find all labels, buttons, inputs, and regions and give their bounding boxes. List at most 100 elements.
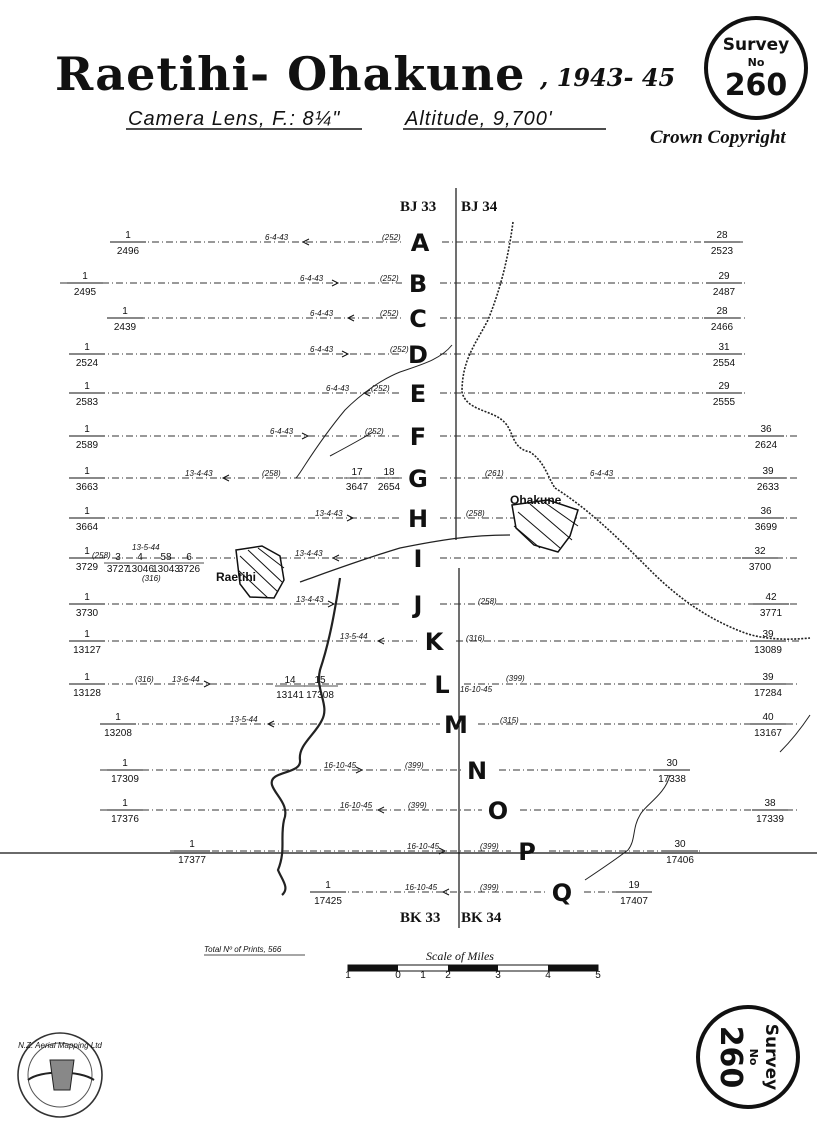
direction-arrow-icon bbox=[301, 432, 310, 440]
svg-text:6-4-43: 6-4-43 bbox=[590, 469, 614, 478]
run-end-print: 3771 bbox=[760, 608, 783, 619]
nz-aerial-mapping-logo: N.Z. Aerial Mapping Ltd bbox=[17, 1032, 103, 1118]
run-letter: K bbox=[425, 628, 445, 656]
run-l-extra-labels: 14 13141 15 17308 16-10-45 (399) bbox=[275, 674, 525, 701]
run-count: (258) bbox=[262, 469, 281, 478]
run-count: (316) bbox=[135, 675, 154, 684]
svg-text:3726: 3726 bbox=[178, 564, 201, 575]
scale-segment bbox=[448, 965, 498, 971]
run-letter: M bbox=[444, 711, 468, 739]
run-end-print: 17338 bbox=[658, 774, 686, 785]
run-letter: B bbox=[409, 270, 427, 298]
svg-text:2654: 2654 bbox=[378, 482, 401, 493]
run-letter: G bbox=[408, 465, 428, 493]
run-end-frame: 39 bbox=[762, 672, 774, 683]
svg-text:No: No bbox=[747, 1049, 760, 1066]
scale-tick-label: 1 bbox=[345, 970, 351, 981]
run-date: 6-4-43 bbox=[326, 384, 350, 393]
run-date: 13-4-43 bbox=[185, 469, 213, 478]
run-start-print: 2439 bbox=[114, 322, 137, 333]
run-g-extra-labels: 17 3647 18 2654 (261) 6-4-43 bbox=[344, 467, 614, 493]
direction-arrow-icon bbox=[346, 514, 355, 522]
direction-arrow-icon bbox=[376, 806, 385, 814]
river-winding bbox=[270, 577, 342, 896]
run-end-print: 2466 bbox=[711, 322, 734, 333]
run-start-frame: 1 bbox=[84, 506, 90, 517]
run-end-print: 2554 bbox=[713, 358, 736, 369]
direction-arrow-icon bbox=[327, 600, 336, 608]
run-start-frame: 1 bbox=[84, 424, 90, 435]
run-end-frame: 19 bbox=[628, 880, 640, 891]
railway-east bbox=[554, 487, 811, 640]
stream-f bbox=[329, 431, 374, 457]
run-end-frame: 29 bbox=[718, 381, 730, 392]
run-end-frame: 38 bbox=[764, 798, 776, 809]
run-count: (252) bbox=[365, 427, 384, 436]
scale-tick-label: 3 bbox=[495, 970, 501, 981]
svg-text:58: 58 bbox=[160, 552, 172, 563]
run-date: 16-10-45 bbox=[407, 842, 440, 851]
run-letter: J bbox=[412, 591, 423, 619]
svg-text:260: 260 bbox=[713, 1026, 748, 1089]
map-title: Raetihi- Ohakune bbox=[55, 47, 525, 101]
run-start-print: 17376 bbox=[111, 814, 139, 825]
run-start-frame: 1 bbox=[125, 230, 131, 241]
svg-text:6: 6 bbox=[186, 552, 192, 563]
run-count: (252) bbox=[380, 274, 399, 283]
scale-tick-label: 0 bbox=[395, 970, 401, 981]
logo-text: N.Z. Aerial Mapping Ltd bbox=[18, 1041, 102, 1050]
town-label-raetihi: Raetihi bbox=[216, 570, 256, 584]
run-letter: N bbox=[467, 757, 487, 785]
svg-text:13046: 13046 bbox=[126, 564, 154, 575]
run-end-frame: 28 bbox=[716, 230, 728, 241]
run-count: (399) bbox=[480, 883, 499, 892]
survey-seal-bottom: Survey No 260 bbox=[696, 1005, 800, 1109]
run-start-print: 13127 bbox=[73, 645, 101, 656]
run-end-frame: 30 bbox=[666, 758, 678, 769]
run-start-frame: 1 bbox=[82, 271, 88, 282]
direction-arrow-icon bbox=[203, 680, 212, 688]
direction-arrow-icon bbox=[355, 766, 364, 774]
run-start-print: 2495 bbox=[74, 287, 97, 298]
run-end-print: 2555 bbox=[713, 397, 736, 408]
svg-text:3647: 3647 bbox=[346, 482, 369, 493]
run-m-count: (315) bbox=[500, 716, 519, 725]
scale-title: Scale of Miles bbox=[426, 949, 494, 963]
run-count: (252) bbox=[382, 233, 401, 242]
direction-arrow-icon bbox=[376, 637, 385, 645]
run-start-print: 13128 bbox=[73, 688, 101, 699]
run-count: (252) bbox=[390, 345, 409, 354]
run-end-print: 17407 bbox=[620, 896, 648, 907]
run-count: (252) bbox=[371, 384, 390, 393]
run-letter: C bbox=[409, 305, 427, 333]
svg-text:(261): (261) bbox=[485, 469, 504, 478]
run-date: 6-4-43 bbox=[300, 274, 324, 283]
run-date: 13-4-43 bbox=[315, 509, 343, 518]
run-start-frame: 1 bbox=[115, 712, 121, 723]
svg-text:13043: 13043 bbox=[152, 564, 180, 575]
run-date: 13-4-43 bbox=[295, 549, 323, 558]
run-end-print: 3699 bbox=[755, 522, 778, 533]
run-letter: F bbox=[410, 423, 426, 451]
run-start-frame: 1 bbox=[122, 798, 128, 809]
run-date: 6-4-43 bbox=[310, 309, 334, 318]
run-i-extra-labels: (258) 3 3727 4 13046 58 13043 6 3726 13-… bbox=[92, 543, 204, 583]
run-date: 16-10-45 bbox=[324, 761, 357, 770]
svg-text:260: 260 bbox=[725, 68, 788, 103]
sheet-label-bj34: BJ 34 bbox=[461, 199, 498, 215]
direction-arrow-icon bbox=[221, 474, 230, 482]
run-end-frame: 28 bbox=[716, 306, 728, 317]
run-end-frame: 31 bbox=[718, 342, 730, 353]
stream-east bbox=[779, 714, 811, 753]
run-end-frame: 39 bbox=[762, 629, 774, 640]
run-start-print: 17377 bbox=[178, 855, 206, 866]
